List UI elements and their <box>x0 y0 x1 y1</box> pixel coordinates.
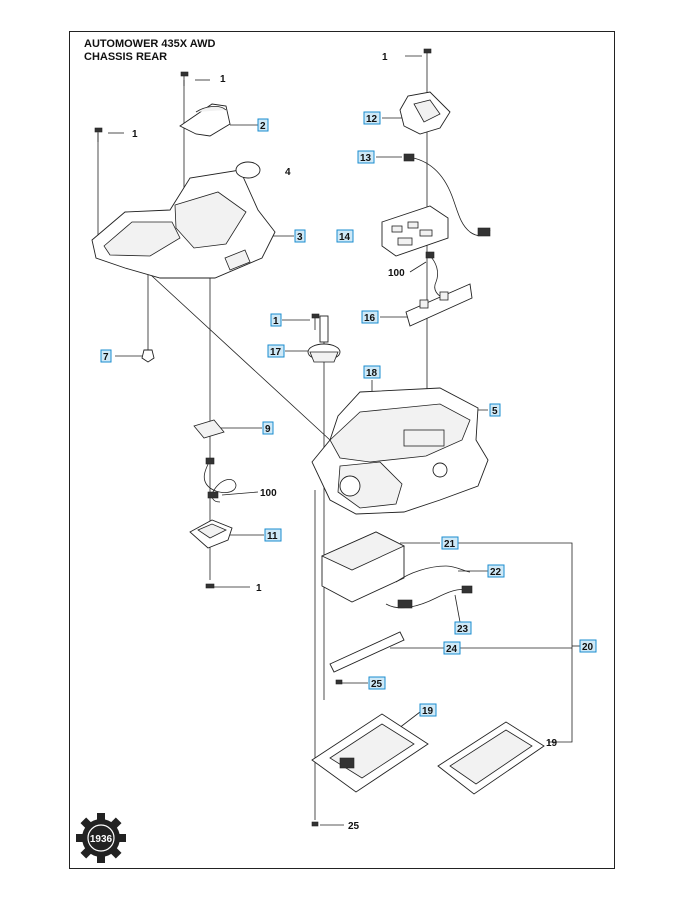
callout-12: 12 <box>366 114 378 125</box>
clip-part <box>141 349 155 363</box>
callout-20: 20 <box>582 642 594 653</box>
bracket-part <box>179 103 231 137</box>
bracket-detail <box>195 106 227 113</box>
callout-2: 2 <box>260 121 266 132</box>
callout-22: 22 <box>490 567 502 578</box>
chassis-frame-part <box>311 387 489 515</box>
bottom-cover-part <box>311 713 429 793</box>
title-section: CHASSIS REAR <box>84 51 168 63</box>
screw-icon <box>311 821 319 827</box>
callout-1: 1 <box>382 52 388 63</box>
cable-part <box>429 255 445 299</box>
sensor-board-part <box>405 283 473 327</box>
circuit-board-part <box>381 205 449 257</box>
callout-19: 19 <box>422 706 434 717</box>
gasket-part <box>437 721 545 795</box>
callout-100: 100 <box>388 268 405 279</box>
parts-art <box>91 48 545 827</box>
callout-1: 1 <box>256 583 262 594</box>
callout-14: 14 <box>339 232 351 243</box>
screw-icon <box>94 127 103 142</box>
cable-part <box>395 565 471 583</box>
callout-11: 11 <box>267 531 278 542</box>
callout-4: 4 <box>285 167 291 178</box>
callout-1: 1 <box>220 74 226 85</box>
callout-24: 24 <box>446 644 458 655</box>
callout-13: 13 <box>360 153 372 164</box>
title-model: AUTOMOWER 435X AWD <box>84 38 216 50</box>
callout-1: 1 <box>132 129 138 140</box>
callout-1: 1 <box>273 316 279 327</box>
gear-logo-icon: 1936 <box>76 813 126 863</box>
callout-9: 9 <box>265 424 271 435</box>
callouts: 1 1 1 2 4 3 14 7 9 100 11 1 12 13 100 16… <box>100 52 597 832</box>
drawing-frame <box>69 31 615 869</box>
callout-5: 5 <box>492 406 498 417</box>
callout-3: 3 <box>297 232 303 243</box>
logo-text: 1936 <box>90 834 113 845</box>
screw-icon <box>423 48 432 54</box>
callout-19: 19 <box>546 738 558 749</box>
screw-icon <box>335 679 343 685</box>
screw-icon <box>311 313 320 330</box>
callout-23: 23 <box>457 624 469 635</box>
callout-100: 100 <box>260 488 277 499</box>
callout-16: 16 <box>364 313 376 324</box>
screw-icon <box>205 583 215 589</box>
joystick-sensor-part <box>307 315 341 363</box>
callout-7: 7 <box>103 352 109 363</box>
rear-cover-part <box>91 161 276 279</box>
callout-25: 25 <box>371 679 383 690</box>
callout-17: 17 <box>270 347 282 358</box>
diagram-title: AUTOMOWER 435X AWD CHASSIS REAR <box>84 38 215 64</box>
battery-part <box>321 531 405 603</box>
strap-part <box>329 631 405 673</box>
screw-icon <box>180 71 189 86</box>
callout-25: 25 <box>348 821 360 832</box>
callout-18: 18 <box>366 368 378 379</box>
callout-21: 21 <box>444 539 456 550</box>
pad-part <box>193 419 225 439</box>
